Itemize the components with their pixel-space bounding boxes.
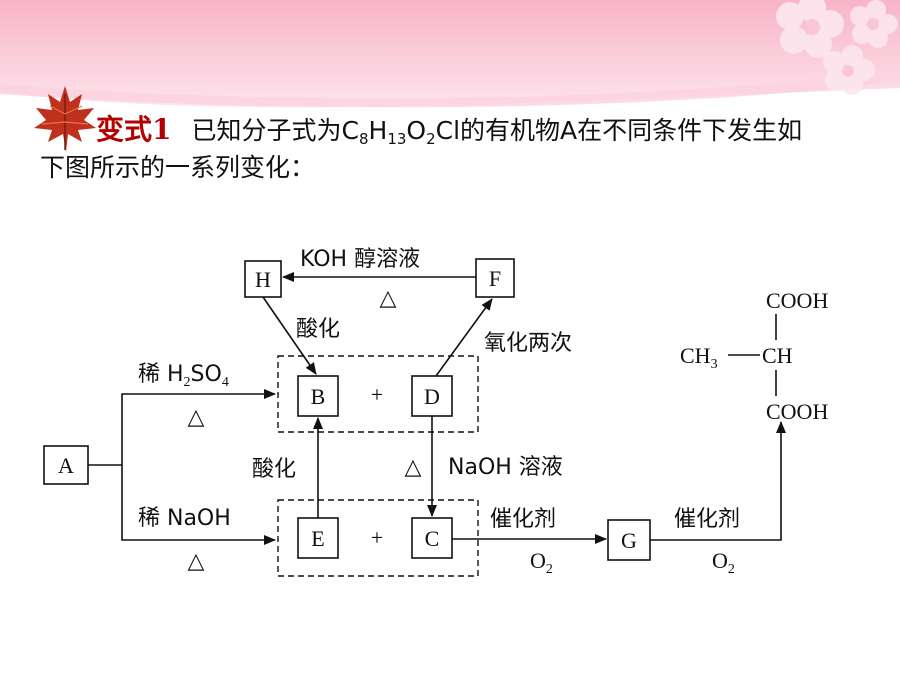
arrow-a-to-ec (121, 465, 276, 545)
condition-dilute-h2so4: 稀 H2SO4 (138, 362, 229, 390)
statement-text: 已知分子式为C (191, 116, 359, 145)
node-g-box (607, 519, 651, 561)
condition-acidify-bottom: 酸化 (252, 457, 296, 482)
node-g-label: G (621, 528, 637, 553)
node-e-label: E (311, 526, 324, 551)
condition-oxidize-twice: 氧化两次 (484, 331, 572, 356)
arrow-a-to-bd (121, 389, 276, 465)
condition-o2-1: O2 (530, 548, 553, 577)
node-h-label: H (255, 267, 271, 292)
node-c-label: C (425, 526, 440, 551)
node-c-box (411, 517, 453, 559)
product-cooh-top: COOH (766, 288, 828, 313)
condition-heat-f-h: △ (380, 286, 397, 311)
condition-heat-d-c: △ (405, 455, 422, 480)
plus-sign-bottom: + (371, 525, 383, 550)
condition-catalyst-1: 催化剂 (490, 507, 556, 532)
condition-koh-alcohol: KOH 醇溶液 (300, 247, 420, 272)
node-b-box (297, 375, 339, 417)
condition-catalyst-2: 催化剂 (674, 507, 740, 532)
arrow-d-to-f (435, 298, 493, 377)
maple-leaf-icon (34, 86, 96, 152)
product-cooh-bottom: COOH (766, 399, 828, 424)
node-f-box (475, 258, 515, 298)
flower-icon (823, 45, 875, 95)
product-ch3: CH3 (680, 343, 718, 372)
product-ch: CH (762, 343, 793, 368)
arrow-h-to-b (262, 296, 317, 375)
condition-naoh-solution: NaOH 溶液 (448, 455, 563, 480)
node-f-label: F (489, 266, 501, 291)
node-d-label: D (424, 384, 440, 409)
arrow-g-to-product (650, 421, 786, 541)
problem-statement-line2: 下图所示的一系列变化： (40, 153, 316, 182)
node-h-box (244, 260, 282, 298)
node-e-box (297, 517, 339, 559)
plus-sign-top: + (371, 382, 383, 407)
flower-icon (776, 0, 844, 58)
header-banner (0, 0, 900, 112)
variant-tag: 变式1 (96, 113, 172, 146)
condition-acidify-top: 酸化 (296, 317, 340, 342)
node-b-label: B (311, 384, 326, 409)
flower-icon (850, 0, 898, 48)
node-d-box (411, 375, 453, 417)
statement-text: Cl的有机物A在不同条件下发生如 (435, 116, 803, 145)
condition-heat-acid: △ (188, 405, 205, 430)
condition-dilute-naoh: 稀 NaOH (138, 506, 231, 531)
group-ec-dashed (277, 499, 479, 577)
condition-o2-2: O2 (712, 548, 735, 577)
group-bd-dashed (277, 355, 479, 433)
node-a-label: A (58, 453, 74, 478)
condition-heat-base: △ (188, 549, 205, 574)
